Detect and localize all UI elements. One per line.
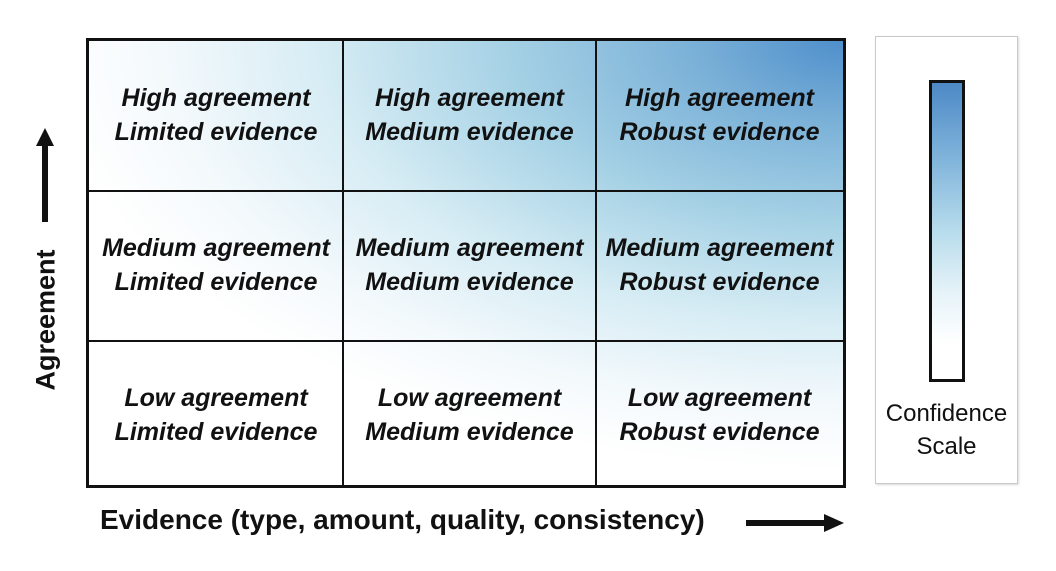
agreement-evidence-matrix: High agreement Limited evidence High agr… [86, 38, 846, 488]
grid-divider-vertical [595, 41, 597, 485]
scale-label-line2: Scale [916, 433, 977, 460]
matrix-cell: High agreement Limited evidence [89, 41, 343, 189]
y-axis-label: Agreement [30, 249, 61, 391]
cell-evidence: Medium evidence [365, 268, 574, 296]
confidence-gradient-bar [929, 80, 965, 382]
cell-agreement: High agreement [375, 84, 564, 112]
cell-evidence: Limited evidence [114, 418, 318, 446]
confidence-scale-panel: Confidence Scale [875, 36, 1018, 484]
cell-agreement: High agreement [625, 84, 814, 112]
cell-evidence: Limited evidence [114, 268, 318, 296]
matrix-cell: Medium agreement Limited evidence [89, 191, 343, 339]
cell-agreement: Medium agreement [102, 234, 330, 262]
matrix-row-medium: Medium agreement Limited evidence Medium… [89, 191, 843, 339]
matrix-row-low: Low agreement Limited evidence Low agree… [89, 341, 843, 489]
x-axis-label: Evidence (type, amount, quality, consist… [100, 504, 705, 535]
matrix-row-high: High agreement Limited evidence High agr… [89, 41, 843, 189]
grid-divider-vertical [342, 41, 344, 485]
cell-evidence: Limited evidence [114, 118, 318, 146]
matrix-cell: High agreement Robust evidence [596, 41, 843, 189]
right-arrow-icon [746, 514, 844, 532]
up-arrow-icon [36, 128, 54, 222]
matrix-cell: Low agreement Robust evidence [596, 341, 843, 489]
cell-evidence: Medium evidence [365, 418, 574, 446]
cell-agreement: Low agreement [627, 384, 812, 412]
matrix-cell: High agreement Medium evidence [343, 41, 596, 189]
cell-evidence: Robust evidence [619, 118, 820, 146]
confidence-scale-label: Confidence Scale [876, 397, 1017, 463]
cell-agreement: Low agreement [377, 384, 562, 412]
matrix-cell: Medium agreement Medium evidence [343, 191, 596, 339]
cell-agreement: Low agreement [124, 384, 308, 412]
matrix-cell: Low agreement Limited evidence [89, 341, 343, 489]
cell-agreement: Medium agreement [355, 234, 584, 262]
scale-label-line1: Confidence [885, 400, 1008, 427]
matrix-cell: Medium agreement Robust evidence [596, 191, 843, 339]
grid-divider-horizontal [89, 190, 843, 192]
cell-evidence: Robust evidence [619, 268, 820, 296]
cell-agreement: High agreement [121, 84, 311, 112]
cell-agreement: Medium agreement [605, 234, 834, 262]
cell-evidence: Robust evidence [619, 418, 820, 446]
cell-evidence: Medium evidence [365, 118, 574, 146]
matrix-cell: Low agreement Medium evidence [343, 341, 596, 489]
grid-divider-horizontal [89, 340, 843, 342]
